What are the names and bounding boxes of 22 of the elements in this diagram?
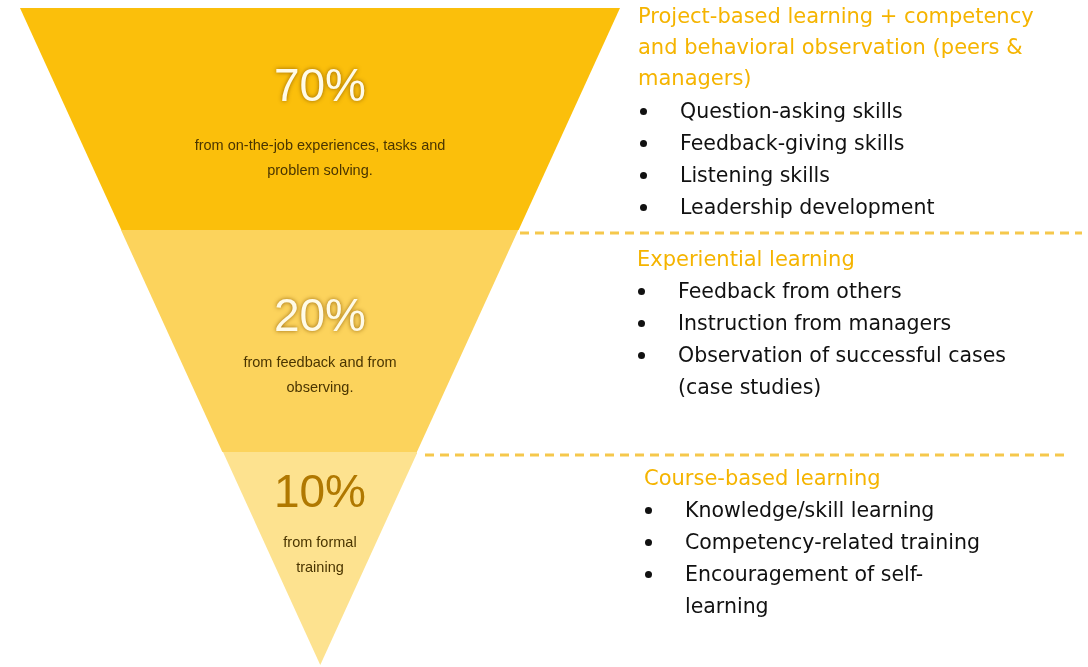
bullet-item: Observation of successful cases (case studies) xyxy=(678,342,1008,401)
band-description: from on-the-job experiences, tasks and problem solving. xyxy=(193,136,447,180)
bullet-item: Listening skills xyxy=(680,162,831,189)
funnel-band xyxy=(20,8,620,230)
bullet-item: Feedback-giving skills xyxy=(680,130,906,157)
bullet-item: Question-asking skills xyxy=(680,98,904,125)
percentage-text: 20% xyxy=(272,288,367,342)
bullet-item: Leadership development xyxy=(680,194,936,221)
band-description: from formal training xyxy=(282,533,358,577)
funnel-band xyxy=(121,230,519,452)
section-heading: Experiential learning xyxy=(637,246,856,273)
section-heading: Course-based learning xyxy=(644,465,882,492)
section-heading: Project-based learning + competency and behavioral observation (peers & managers) xyxy=(638,3,1035,92)
percentage-text: 10% xyxy=(272,464,367,518)
bullet-item: Knowledge/skill learning xyxy=(685,497,936,524)
band-description: from feedback and from observing. xyxy=(242,353,398,397)
percentage-text: 70% xyxy=(272,58,368,112)
bullet-item: Competency-related training xyxy=(685,529,981,556)
funnel-band xyxy=(222,452,418,665)
bullet-item: Encouragement of self-learning xyxy=(685,561,925,620)
bullet-item: Feedback from others xyxy=(678,278,903,305)
bullet-item: Instruction from managers xyxy=(678,310,953,337)
